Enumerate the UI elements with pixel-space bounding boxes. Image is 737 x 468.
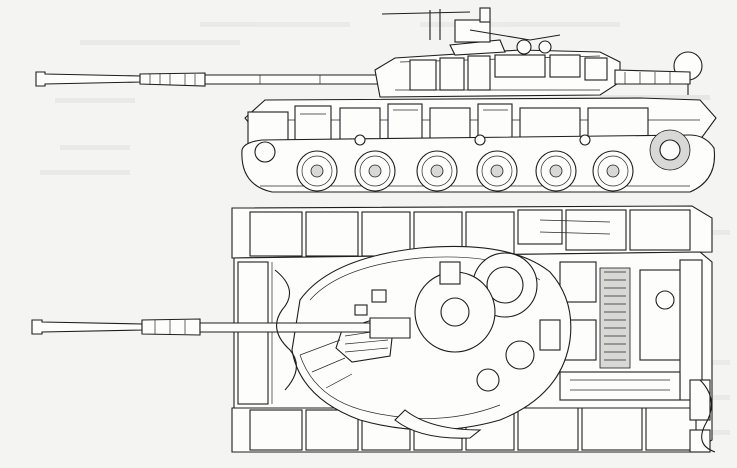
road-wheel: [592, 150, 634, 192]
top-gun-barrel: [31, 317, 411, 339]
road-wheel: [476, 150, 518, 192]
top-view: [31, 205, 716, 453]
side-turret: [374, 7, 703, 98]
side-view: [35, 7, 717, 193]
side-gun-barrel: [35, 71, 381, 87]
road-wheels: [296, 150, 634, 192]
road-wheel: [354, 150, 396, 192]
road-wheel: [416, 150, 458, 192]
top-turret: [291, 245, 572, 439]
side-running-gear: [241, 129, 716, 193]
road-wheel: [296, 150, 338, 192]
top-tow-cables: [274, 269, 716, 453]
road-wheel: [535, 150, 577, 192]
top-upper-track: [231, 205, 713, 259]
